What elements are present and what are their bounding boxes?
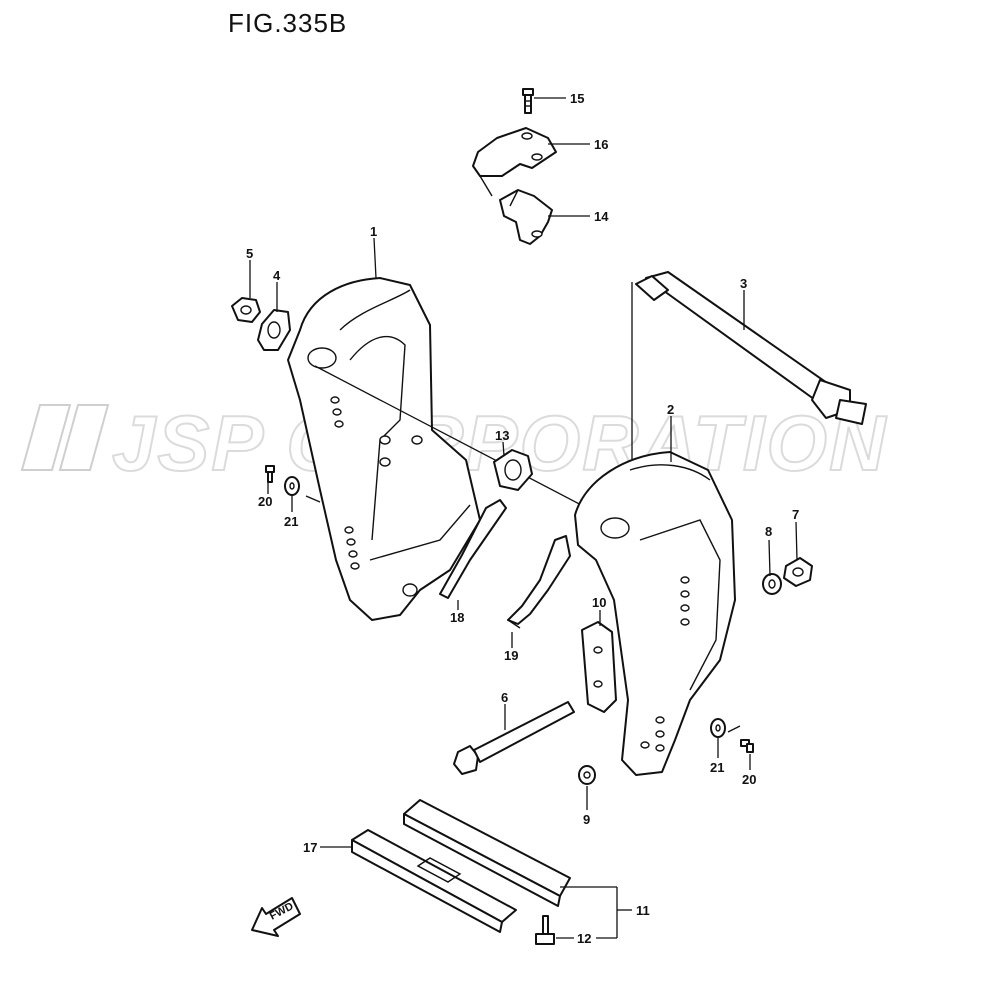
callout-4: 4 [273,268,281,283]
callout-9: 9 [583,812,590,827]
part-10-plate[interactable] [581,621,617,713]
part-3-tilt-tube[interactable] [635,271,867,425]
part-6-bolt[interactable] [453,701,575,775]
part-11-pad[interactable] [403,799,571,907]
callout-18: 18 [450,610,464,625]
part-20-screw-left[interactable] [265,465,275,483]
part-14-plate[interactable] [499,189,553,245]
callouts: 15 16 14 1 5 4 3 13 2 20 21 8 7 10 18 19… [246,91,799,946]
callout-14: 14 [594,209,609,224]
callout-6: 6 [501,690,508,705]
part-21-washer-left[interactable] [284,476,300,496]
callout-1: 1 [370,224,377,239]
leader-lines [249,97,798,939]
fwd-arrow-icon [251,897,301,937]
callout-13: 13 [495,428,509,443]
callout-12: 12 [577,931,591,946]
callout-5: 5 [246,246,253,261]
callout-11: 11 [636,903,650,918]
part-12-screw[interactable] [535,915,555,945]
part-5-nut[interactable] [231,297,261,323]
part-7-nut[interactable] [783,557,813,587]
callout-7: 7 [792,507,799,522]
part-15-bolt[interactable] [522,88,534,114]
callout-17: 17 [303,840,317,855]
part-18-spring[interactable] [439,499,507,599]
part-21-washer-right[interactable] [710,718,726,738]
part-19-lever[interactable] [507,535,571,629]
part-1-clamp-bracket[interactable] [287,277,481,621]
part-9-washer[interactable] [578,765,596,785]
part-2-clamp-bracket[interactable] [574,451,736,776]
part-20-screw-right[interactable] [740,739,754,753]
fwd-arrow-badge: FWD [251,897,301,937]
callout-21-left: 21 [284,514,298,529]
part-16-plate[interactable] [472,127,557,197]
callout-20-left: 20 [258,494,272,509]
callout-15: 15 [570,91,584,106]
watermark-logo-icon [20,404,110,471]
part-8-washer[interactable] [762,573,782,595]
callout-10: 10 [592,595,606,610]
callout-8: 8 [765,524,772,539]
callout-16: 16 [594,137,608,152]
callout-20-right: 20 [742,772,756,787]
callout-3: 3 [740,276,747,291]
part-17-pad[interactable] [351,829,517,933]
callout-19: 19 [504,648,518,663]
figure-title: FIG.335B [228,8,348,38]
part-13-bushing[interactable] [493,449,533,491]
callout-2: 2 [667,402,674,417]
callout-21-right: 21 [710,760,724,775]
part-4-washer[interactable] [257,309,291,351]
